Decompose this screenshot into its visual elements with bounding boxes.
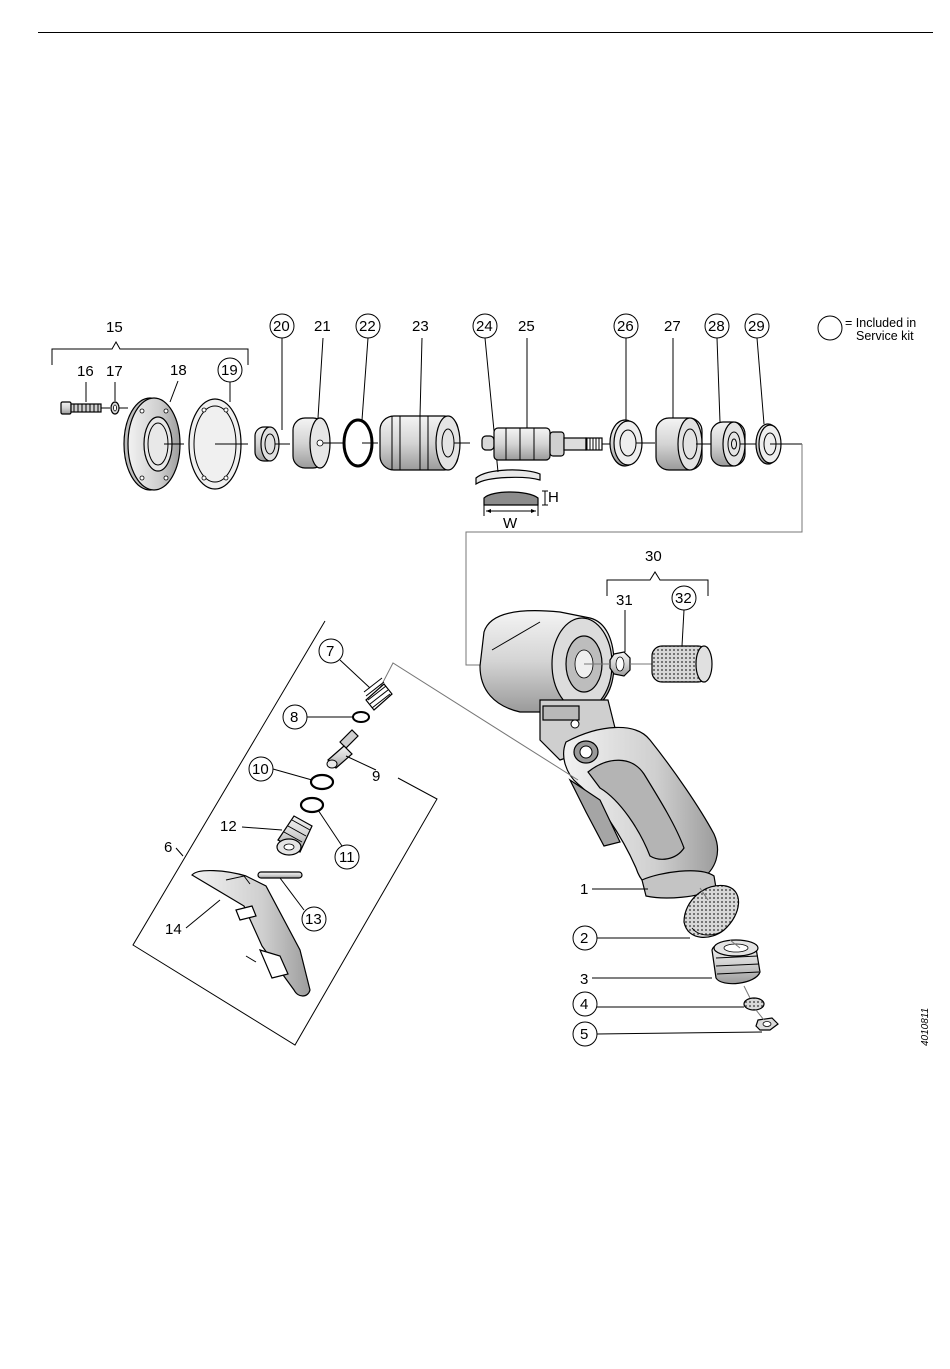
label-19: 19 xyxy=(221,362,238,379)
part-31-nut xyxy=(610,652,630,676)
label-32: 32 xyxy=(675,590,692,607)
label-22: 22 xyxy=(359,318,376,335)
legend: = Included in Service kit xyxy=(818,316,916,343)
label-dimension-h: H xyxy=(548,489,559,506)
label-6: 6 xyxy=(164,839,172,856)
label-16: 16 xyxy=(77,363,94,380)
legend-line-2: Service kit xyxy=(856,329,914,343)
part-25-rotor xyxy=(482,428,615,460)
label-29: 29 xyxy=(748,318,765,335)
label-dimension-w: W xyxy=(503,515,518,532)
part-29-washer xyxy=(756,424,802,464)
label-23: 23 xyxy=(412,318,429,335)
part-27-spacer xyxy=(656,418,712,470)
image-code: 4010811 xyxy=(920,1008,931,1046)
label-1: 1 xyxy=(580,881,588,898)
label-28: 28 xyxy=(708,318,725,335)
part-13-pin xyxy=(258,872,302,878)
part-23-cylinder xyxy=(380,416,470,470)
part-8-o-ring xyxy=(353,712,369,722)
label-10: 10 xyxy=(252,761,269,778)
part-32-collet xyxy=(652,646,712,682)
label-20: 20 xyxy=(273,318,290,335)
part-12-valve-bushing xyxy=(277,816,312,855)
label-26: 26 xyxy=(617,318,634,335)
label-25: 25 xyxy=(518,318,535,335)
vane-dimension-drawing xyxy=(484,491,548,516)
part-11-o-ring xyxy=(301,798,323,812)
bracket-15 xyxy=(52,342,248,365)
part-17-washer xyxy=(111,402,128,414)
label-14: 14 xyxy=(165,921,182,938)
part-19-gasket xyxy=(189,399,248,489)
part-28-bearing xyxy=(711,422,758,466)
label-8: 8 xyxy=(290,709,298,726)
label-30: 30 xyxy=(645,548,662,565)
part-7-spring xyxy=(364,678,392,710)
label-27: 27 xyxy=(664,318,681,335)
part-21-end-plate xyxy=(293,418,345,468)
legend-circle xyxy=(818,316,842,340)
part-26-end-plate xyxy=(610,420,655,466)
part-14-lever xyxy=(192,871,310,996)
label-12: 12 xyxy=(220,818,237,835)
label-18: 18 xyxy=(170,362,187,379)
label-17: 17 xyxy=(106,363,123,380)
label-24: 24 xyxy=(476,318,493,335)
part-20-bearing xyxy=(255,427,290,461)
part-22-o-ring xyxy=(344,420,378,466)
part-16-bolt xyxy=(61,402,110,414)
part-18-end-cover xyxy=(124,398,184,490)
label-7: 7 xyxy=(326,643,334,660)
part-9-valve-stem xyxy=(327,730,358,768)
label-15: 15 xyxy=(106,319,123,336)
part-3-exhaust-plug xyxy=(712,940,760,984)
part-4-silencer xyxy=(744,998,764,1010)
label-3: 3 xyxy=(580,971,588,988)
label-2: 2 xyxy=(580,930,588,947)
legend-line-1: = Included in xyxy=(845,316,916,330)
label-31: 31 xyxy=(616,592,633,609)
label-9: 9 xyxy=(372,768,380,785)
label-21: 21 xyxy=(314,318,331,335)
label-11: 11 xyxy=(339,849,355,866)
label-13: 13 xyxy=(305,911,322,928)
part-5-retaining-ring xyxy=(756,1018,778,1030)
label-4: 4 xyxy=(580,996,588,1013)
part-24-vane xyxy=(476,470,540,484)
label-5: 5 xyxy=(580,1026,588,1043)
part-10-o-ring xyxy=(311,775,333,789)
